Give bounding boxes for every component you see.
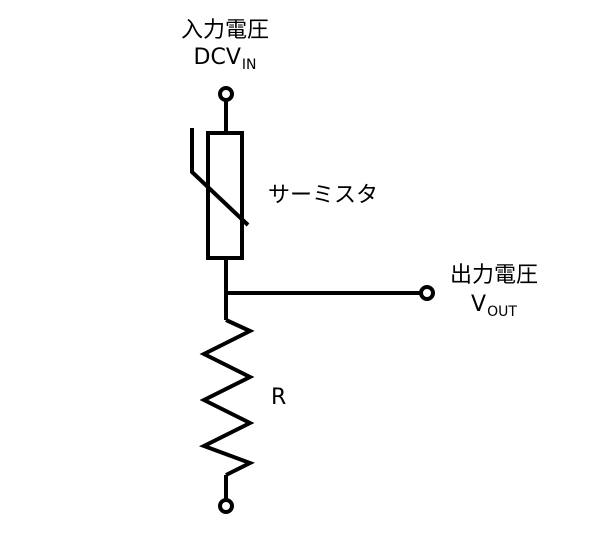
output-voltage-symbol-main: V — [471, 292, 487, 317]
input-voltage-symbol-main: DCV — [193, 45, 241, 70]
output-voltage-symbol-subscript: OUT — [487, 304, 517, 320]
output-voltage-title: 出力電圧 — [449, 263, 538, 288]
resistor-label: R — [271, 385, 287, 410]
input-voltage-title: 入力電圧 — [180, 18, 269, 43]
output-voltage-symbol: VOUT — [432, 292, 556, 320]
input-terminal — [218, 86, 234, 102]
input-voltage-symbol-subscript: IN — [241, 57, 257, 73]
input-voltage-symbol: DCVIN — [150, 45, 300, 73]
thermistor-body — [206, 131, 244, 260]
thermistor-temperature-mark — [190, 128, 250, 227]
output-terminal — [419, 285, 435, 301]
bottom-terminal — [218, 498, 234, 514]
resistor-zigzag — [198, 318, 256, 477]
thermistor-label: サーミスタ — [268, 183, 379, 208]
